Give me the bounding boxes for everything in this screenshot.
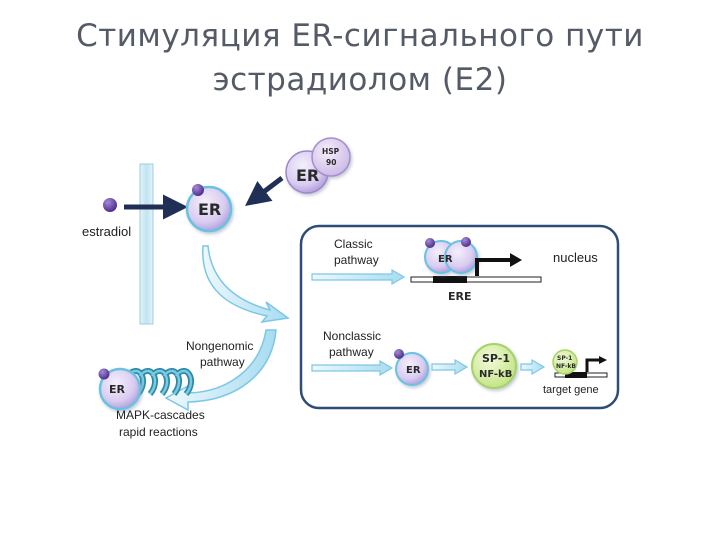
mapk-cascade	[125, 368, 194, 396]
sp1-label: SP-1	[482, 352, 510, 365]
hsp-number: 90	[326, 158, 336, 167]
ere-label: ERE	[448, 290, 472, 303]
genomic-arrow	[202, 245, 290, 324]
nucleus-label: nucleus	[553, 250, 598, 265]
nonclassic-label-2: pathway	[329, 345, 374, 359]
sp1-small-complex	[552, 349, 578, 375]
dimer-estradiol-1	[425, 238, 435, 248]
title-line-2: эстрадиолом (E2)	[212, 62, 508, 98]
target-gene-label: target gene	[543, 384, 599, 396]
transcription-arrowhead-classic	[510, 253, 522, 267]
nfkb-label: NF-kB	[479, 369, 512, 380]
classic-label-1: Classic	[334, 237, 373, 251]
title-line-1: Стимуляция ER-сигнального пути	[76, 18, 644, 54]
transcription-start-classic	[475, 258, 512, 276]
classic-label-2: pathway	[334, 253, 379, 267]
transcription-arrowhead-target	[599, 356, 607, 364]
er-membrane-label: ER	[109, 383, 126, 396]
slide-title: Стимуляция ER-сигнального пути эстрадиол…	[0, 14, 720, 102]
er-hsp90-complex	[285, 137, 351, 194]
er-receptor-label: ER	[198, 200, 221, 219]
mapk-estradiol	[98, 368, 110, 380]
er-dimer-label: ER	[438, 254, 453, 265]
classic-dna	[410, 276, 542, 283]
er-nonclassic	[395, 352, 429, 386]
dimer-estradiol-2	[461, 237, 471, 247]
transcription-start-target	[585, 358, 600, 372]
er-membrane-receptor	[98, 367, 142, 411]
ere-element	[433, 276, 467, 283]
estradiol-molecule	[103, 198, 117, 212]
hsp-dissociation-arrow	[245, 176, 284, 207]
bound-estradiol	[192, 184, 204, 196]
sp1-small-label: SP-1	[557, 355, 572, 362]
cell-membrane	[139, 163, 154, 325]
nongenomic-label-1: Nongenomic	[186, 339, 253, 353]
nfkb-small-label: NF-kB	[556, 363, 576, 370]
nongenomic-arrow	[164, 329, 277, 412]
nonclassic-estradiol	[394, 349, 404, 359]
estradiol-label: estradiol	[82, 224, 131, 239]
er-nonclassic-label: ER	[406, 365, 421, 376]
er-to-sp1-arrow	[431, 358, 469, 376]
mapk-label-1: MAPK-cascades	[116, 408, 205, 422]
er-dimer	[424, 240, 478, 274]
classic-arrow	[311, 268, 406, 286]
nonclassic-arrow	[311, 359, 394, 377]
nongenomic-label-2: pathway	[200, 355, 245, 369]
sp1-nfkb-complex	[471, 343, 517, 389]
target-element	[565, 372, 587, 378]
hsp-label: HSP	[322, 147, 340, 156]
er-receptor	[185, 185, 233, 233]
sp1-to-gene-arrow	[520, 358, 546, 376]
mapk-label-2: rapid reactions	[119, 425, 198, 439]
er-complex-label: ER	[296, 166, 319, 185]
nonclassic-label-1: Nonclassic	[323, 329, 381, 343]
